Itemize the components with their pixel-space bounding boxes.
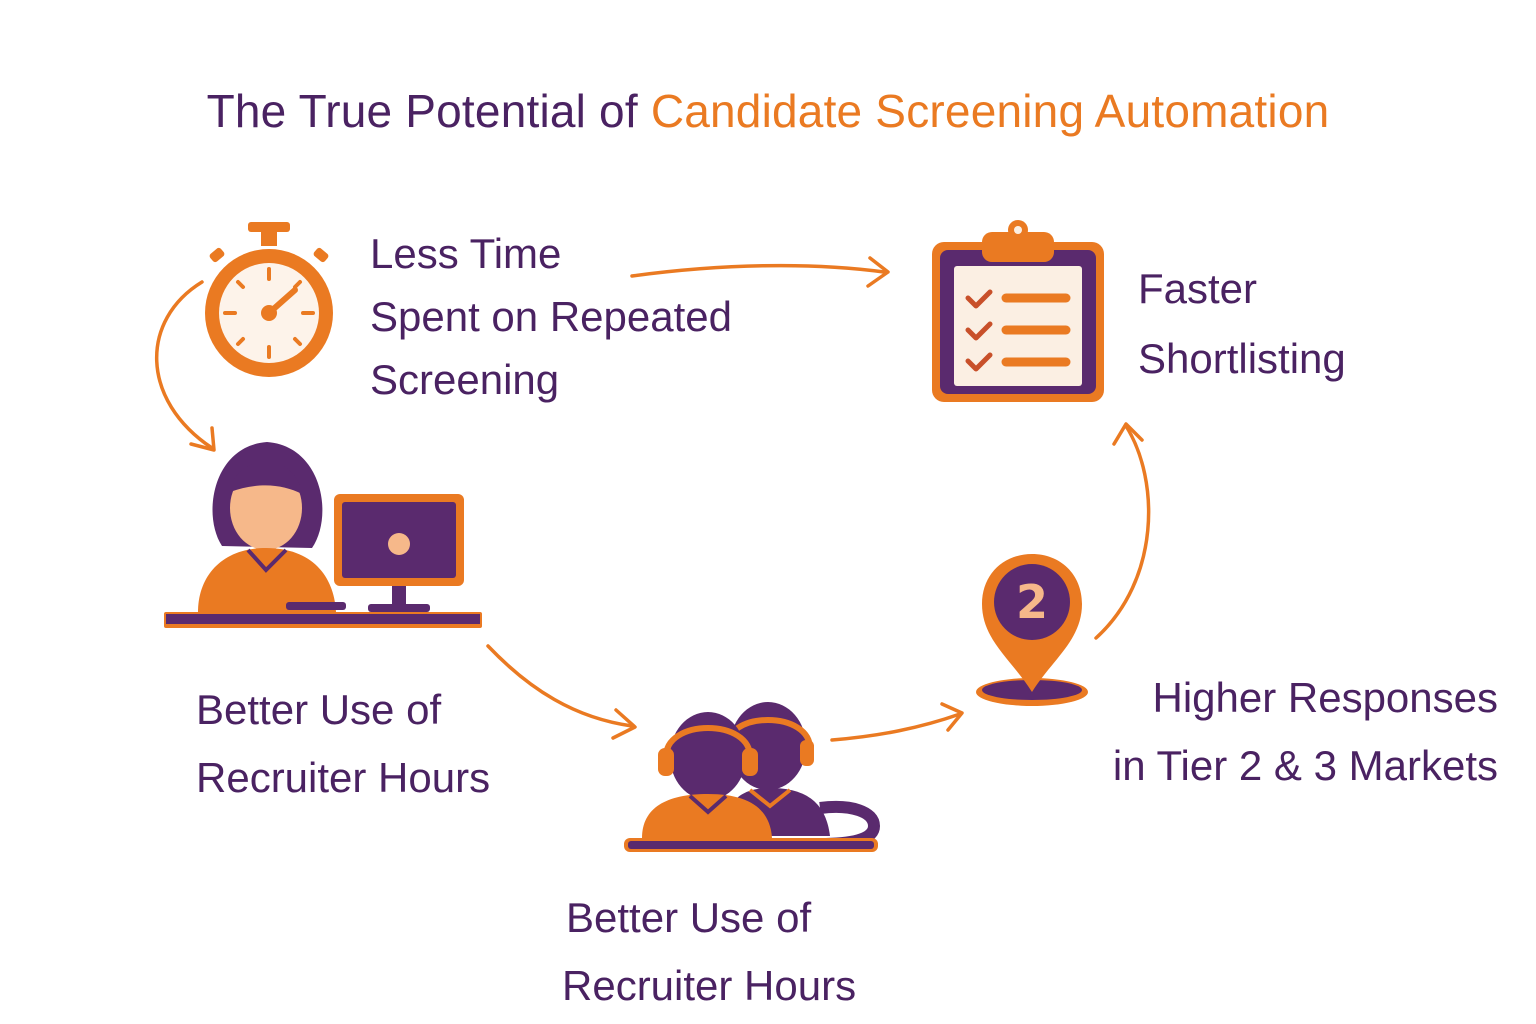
arrow-team-to-pin-head [940, 702, 964, 732]
page-title: The True Potential of Candidate Screenin… [0, 84, 1536, 138]
clipboard-checklist-icon [932, 220, 1104, 402]
arrow-time-to-shortlist [630, 263, 886, 278]
label-recruiter-hours-bottom: Better Use of Recruiter Hours [562, 894, 857, 1009]
label-less-time: Less Time Spent on Repeated Screening [370, 230, 732, 403]
label-faster-shortlisting: Faster Shortlisting [1138, 265, 1346, 382]
title-prefix: The True Potential of [206, 85, 651, 137]
pin-number: 2 [1016, 575, 1048, 629]
headset-team-icon [624, 702, 881, 852]
arrow-team-to-pin [830, 712, 962, 742]
title-highlight: Candidate Screening Automation [650, 85, 1330, 137]
arrow-pin-to-shortlist [1094, 424, 1151, 640]
label-higher-responses: Higher Responses in Tier 2 & 3 Markets [1112, 674, 1498, 789]
arrow-stopwatch-to-recruiter [155, 280, 214, 450]
arrow-recruiter-to-team [486, 644, 634, 728]
arrow-time-to-shortlist-head [866, 256, 890, 288]
arrow-recruiter-to-team-head [611, 708, 637, 740]
recruiter-at-computer-icon [164, 442, 482, 628]
map-pin-icon: 2 [976, 554, 1088, 706]
arrow-stopwatch-to-recruiter-head [189, 426, 216, 452]
stopwatch-icon [205, 222, 333, 377]
label-recruiter-hours-left: Better Use of Recruiter Hours [196, 686, 491, 801]
arrow-pin-to-shortlist-head [1112, 422, 1144, 446]
